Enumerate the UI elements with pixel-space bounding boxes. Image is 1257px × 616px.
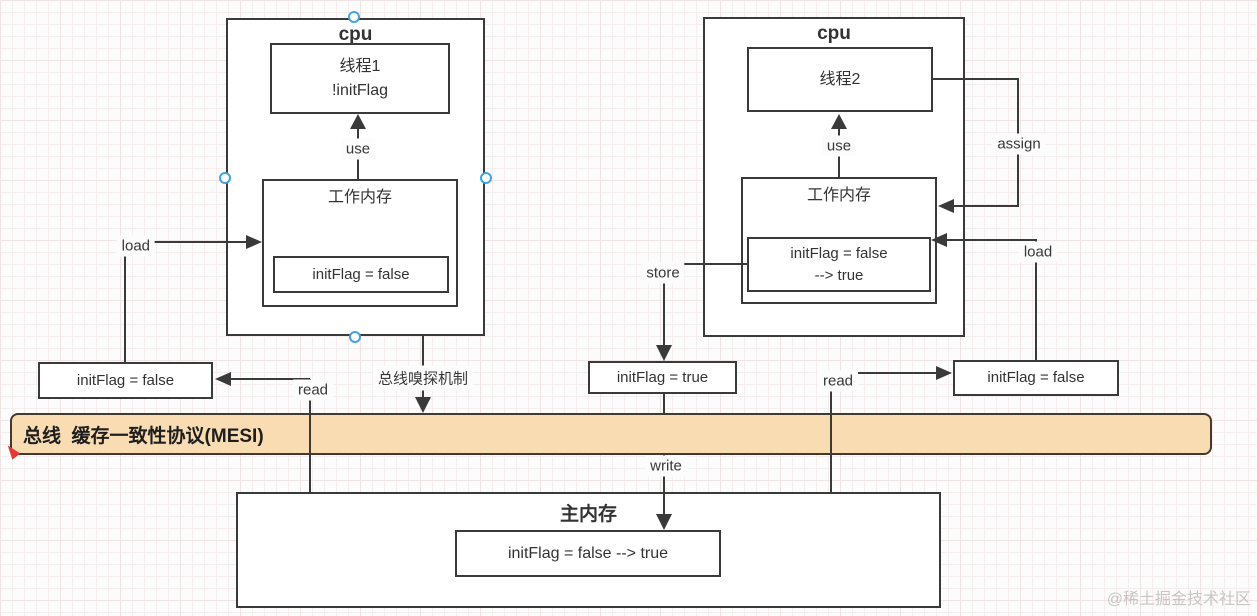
left-cache-value-box[interactable]: initFlag = false (38, 362, 213, 399)
right-thread-box[interactable]: 线程2 (747, 47, 933, 112)
main-memory-value-box[interactable]: initFlag = false --> true (455, 530, 721, 577)
left-read-line-h[interactable] (231, 378, 310, 380)
right-use-arrowhead[interactable] (831, 114, 847, 129)
watermark: @稀土掘金技术社区 (1106, 591, 1251, 608)
right-load-line-v[interactable] (1035, 241, 1037, 360)
right-read-line-h[interactable] (855, 372, 936, 374)
selection-handle-left[interactable] (219, 172, 231, 184)
left-read-line-v[interactable] (309, 379, 311, 492)
left-thread-line1: 线程1 (339, 58, 381, 76)
bus-sniff-label: 总线嗅探机制 (372, 365, 474, 391)
assign-arrowhead[interactable] (938, 199, 954, 213)
left-read-arrowhead[interactable] (215, 372, 231, 386)
right-thread-line1: 线程2 (819, 70, 861, 88)
bus-bar[interactable]: 总线 缓存一致性协议(MESI) (10, 413, 1212, 455)
left-thread-box[interactable]: 线程1 !initFlag (270, 43, 450, 114)
write-arrowhead[interactable] (656, 514, 672, 530)
store-value-box[interactable]: initFlag = true (588, 361, 737, 394)
left-cpu-title: cpu (338, 24, 373, 45)
left-load-line-v[interactable] (124, 254, 126, 362)
right-read-label: read (817, 370, 859, 392)
bus-sniff-arrowhead[interactable] (415, 397, 431, 413)
right-working-memory-value-line1: initFlag = false (790, 244, 888, 262)
left-working-memory-value-box[interactable]: initFlag = false (273, 256, 449, 293)
assign-label: assign (992, 133, 1046, 155)
left-thread-line2: !initFlag (331, 81, 389, 99)
store-label: store (641, 262, 685, 284)
selection-handle-bottom[interactable] (349, 331, 361, 343)
right-cache-value-box[interactable]: initFlag = false (953, 360, 1119, 396)
right-load-label: load (1018, 241, 1058, 263)
write-line-lower[interactable] (663, 455, 665, 515)
right-cache-value: initFlag = false (987, 369, 1085, 387)
right-working-memory-title: 工作内存 (806, 187, 871, 204)
right-load-line-h[interactable] (947, 239, 1037, 241)
write-label: write (645, 455, 687, 477)
store-value: initFlag = true (616, 368, 709, 386)
left-working-memory-value: initFlag = false (312, 265, 410, 283)
assign-line-top[interactable] (933, 78, 1019, 80)
right-load-arrowhead[interactable] (931, 233, 947, 247)
left-use-arrowhead[interactable] (350, 114, 366, 129)
left-use-label: use (340, 138, 376, 160)
left-read-label: read (292, 379, 334, 401)
left-cache-value: initFlag = false (76, 371, 175, 389)
assign-line-bottom[interactable] (954, 205, 1018, 207)
selection-handle-top[interactable] (348, 11, 360, 23)
left-working-memory-title: 工作内存 (327, 189, 392, 206)
right-read-line-v[interactable] (830, 389, 832, 492)
right-working-memory-value-line2: --> true (814, 266, 864, 284)
selection-handle-right[interactable] (480, 172, 492, 184)
store-line-v[interactable] (663, 264, 665, 346)
bus-label: 总线 缓存一致性协议(MESI) (23, 425, 264, 447)
main-memory-title: 主内存 (559, 504, 617, 525)
write-line-upper[interactable] (663, 392, 665, 413)
left-load-line-h[interactable] (153, 241, 246, 243)
right-cpu-title: cpu (817, 23, 851, 44)
main-memory-value: initFlag = false --> true (507, 544, 669, 562)
store-line-h[interactable] (664, 263, 747, 265)
left-load-arrowhead[interactable] (246, 235, 262, 249)
store-arrowhead[interactable] (656, 345, 672, 361)
left-load-label: load (116, 235, 155, 257)
right-read-arrowhead[interactable] (936, 366, 952, 380)
right-working-memory-value-box[interactable]: initFlag = false --> true (747, 237, 931, 292)
right-use-label: use (821, 135, 857, 157)
